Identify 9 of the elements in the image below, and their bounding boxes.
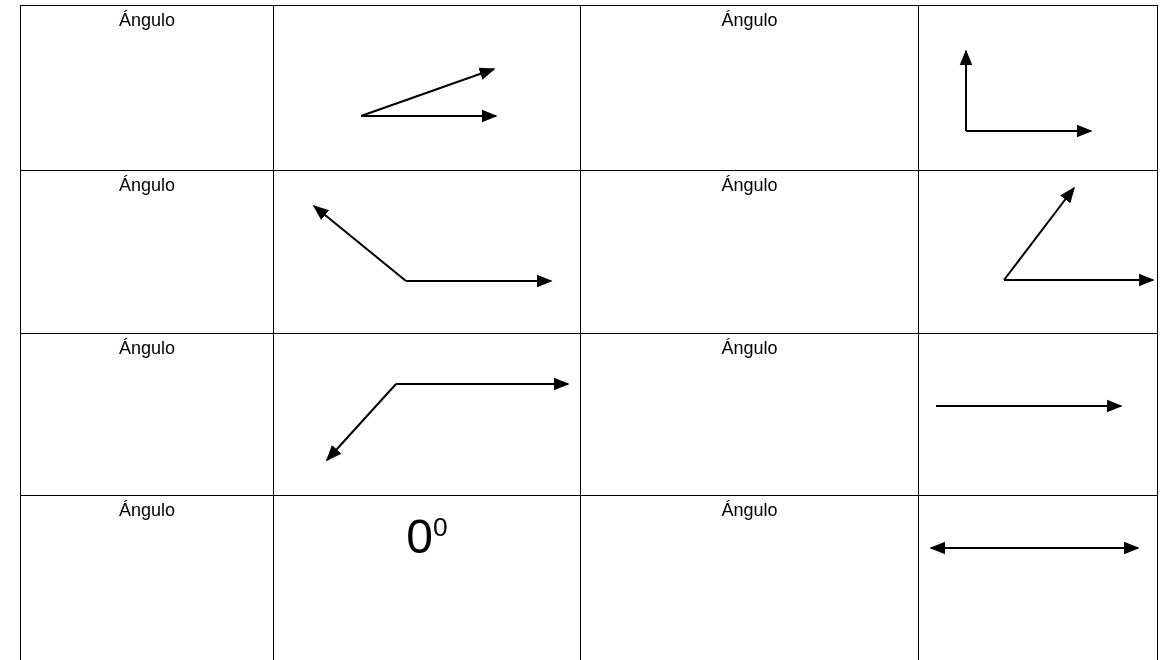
angle-label: Ángulo <box>118 175 176 197</box>
angle-label: Ángulo <box>721 500 778 522</box>
angle-label: Ángulo <box>721 338 778 360</box>
angle-label: Ángulo <box>118 500 176 522</box>
angle-label: Ángulo <box>721 175 778 197</box>
angle-label: Ángulo <box>118 10 176 32</box>
angle-value: 0$^{0}$ <box>406 509 448 565</box>
angle-label: Ángulo <box>118 338 176 360</box>
angle-label: Ángulo <box>721 10 778 32</box>
